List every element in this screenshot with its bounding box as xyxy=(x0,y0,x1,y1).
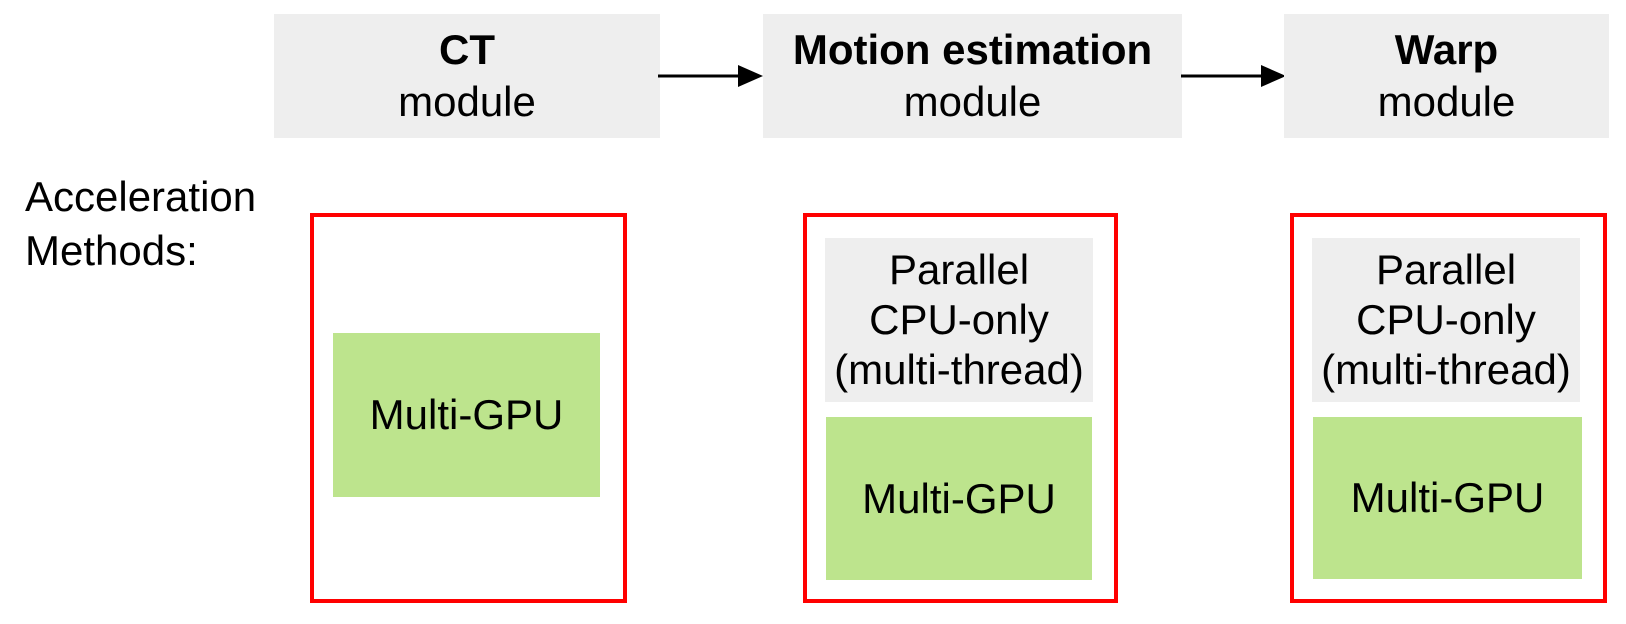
method-box-parallel-cpu-motion-estimation: Parallel CPU-only (multi-thread) xyxy=(825,238,1093,402)
method-box-multi-gpu-ct: Multi-GPU xyxy=(333,333,600,497)
module-box-warp: Warp module xyxy=(1284,14,1609,138)
acceleration-column-motion-estimation xyxy=(803,213,1118,603)
method-box-parallel-cpu-warp: Parallel CPU-only (multi-thread) xyxy=(1312,238,1580,402)
flow-arrow-icon xyxy=(1181,65,1286,87)
module-title-warp: Warp xyxy=(1394,26,1499,73)
module-title-motion-estimation: Motion estimation xyxy=(792,26,1153,73)
module-subtitle-motion-estimation: module xyxy=(903,78,1042,125)
method-box-multi-gpu-motion-estimation: Multi-GPU xyxy=(826,417,1092,580)
module-subtitle-warp: module xyxy=(1377,78,1516,125)
acceleration-column-warp xyxy=(1290,213,1607,603)
flow-arrow-icon xyxy=(658,65,763,87)
module-box-ct: CT module xyxy=(274,14,660,138)
acceleration-column-ct xyxy=(310,213,627,603)
acceleration-methods-label: Acceleration Methods: xyxy=(25,173,257,274)
module-box-motion-estimation: Motion estimation module xyxy=(763,14,1182,138)
method-box-multi-gpu-warp: Multi-GPU xyxy=(1313,417,1582,579)
module-subtitle-ct: module xyxy=(398,78,536,125)
module-title-ct: CT xyxy=(439,26,495,73)
